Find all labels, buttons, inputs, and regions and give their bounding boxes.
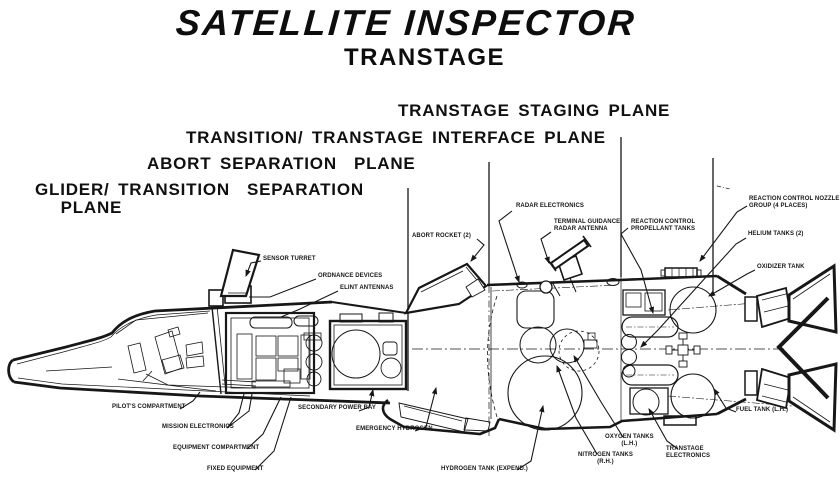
label-terminal-guidance: TERMINAL GUIDANCE RADAR ANTENNA <box>554 219 621 233</box>
leader-mission-electronics <box>226 393 253 429</box>
equipment-compartment-box <box>224 311 323 395</box>
leader-rc-nozzle-group <box>699 205 748 262</box>
label-sensor-turret: SENSOR TURRET <box>263 256 316 262</box>
label-transtage-electronics: TRANSTAGE ELECTRONICS <box>666 446 711 460</box>
leader-transtage-electronics <box>648 408 679 450</box>
rcs-nozzle-box <box>660 267 702 278</box>
upper-nozzle-bell <box>787 263 838 334</box>
hydrogen-tank-circle <box>507 355 583 431</box>
label-elint-antennas: ELINT ANTENNAS <box>340 285 394 291</box>
page-subtitle: TRANSTAGE <box>344 44 506 71</box>
oxidizer-tank-circle <box>669 286 717 334</box>
leader-terminal-guidance <box>540 231 552 265</box>
secondary-power-bay-tank <box>331 329 381 379</box>
centerlines <box>412 284 793 407</box>
label-hydrogen-tank: HYDROGEN TANK (EXPEND.) <box>441 466 528 472</box>
transtage-electronics-circle <box>632 388 660 416</box>
cockpit-details <box>115 305 257 395</box>
label-interface-plane: TRANSITION/ TRANSTAGE INTERFACE PLANE <box>186 128 606 147</box>
label-transtage-staging-plane: TRANSTAGE STAGING PLANE <box>398 101 671 120</box>
leader-sensor-turret <box>245 260 262 278</box>
label-abort-rocket: ABORT ROCKET (2) <box>412 233 471 239</box>
transition-section <box>328 312 408 391</box>
label-equipment-compartment: EQUIPMENT COMPARTMENT <box>173 445 260 451</box>
leader-pilots-compartment <box>179 391 201 410</box>
fuel-tank-circle <box>670 373 716 419</box>
leader-fixed-equipment <box>254 396 292 471</box>
label-abort-separation-plane: ABORT SEPARATION PLANE <box>147 154 416 173</box>
label-rc-nozzle-group: REACTION CONTROL NOZZLE GROUP (4 PLACES) <box>749 196 840 210</box>
label-glider-separation-plane: GLIDER/ TRANSITION SEPARATION PLANE <box>35 180 364 218</box>
leader-oxidizer-tank <box>708 269 756 297</box>
leader-ordnance-devices <box>249 278 317 298</box>
leader-elint-antennas <box>280 290 339 318</box>
rc-propellant-tank-lower <box>621 364 679 386</box>
leader-secondary-power-bay <box>358 388 375 412</box>
label-oxidizer-tank: OXIDIZER TANK <box>757 264 805 270</box>
leader-equipment-compartment <box>246 396 282 450</box>
plane-lines <box>407 137 731 436</box>
page-title: SATELLITE INSPECTOR <box>174 2 638 43</box>
leader-mission-electronics <box>226 393 245 429</box>
leader-oxygen-tanks <box>573 355 624 438</box>
terminal-guidance-antenna-shape <box>539 235 592 297</box>
leader-abort-rocket <box>470 238 485 262</box>
glider-outline <box>7 300 407 405</box>
label-emergency-hydrogen: EMERGENCY HYDROGEN <box>356 426 433 432</box>
label-ordnance-devices: ORDNANCE DEVICES <box>318 273 383 279</box>
leader-hydrogen-tank <box>516 404 545 471</box>
label-mission-electronics: MISSION ELECTRONICS <box>162 424 234 430</box>
leader-emergency-hydrogen <box>414 386 438 432</box>
leader-helium-tanks <box>640 237 747 348</box>
sensor-turret-fin <box>208 248 261 307</box>
label-secondary-power-bay: SECONDARY POWER BAY <box>298 405 377 411</box>
leader-fuel-tank <box>713 388 737 413</box>
label-oxygen-tanks: OXYGEN TANKS (L.H.) <box>605 434 654 448</box>
helium-tank-circle <box>621 349 637 365</box>
hydrogen-pod <box>381 398 501 436</box>
leader-lines <box>179 205 756 471</box>
leader-rc-propellant-tanks <box>620 227 655 315</box>
gimbal-cross <box>665 332 701 368</box>
label-fuel-tank: FUEL TANK (L.H.) <box>736 407 789 413</box>
label-fixed-equipment: FIXED EQUIPMENT <box>207 466 264 472</box>
rocket-nozzles <box>716 263 838 433</box>
abort-rocket-pod <box>404 262 488 315</box>
label-rc-propellant-tanks: REACTION CONTROL PROPELLANT TANKS <box>631 219 696 233</box>
rc-propellant-tank-upper <box>621 316 679 338</box>
leader-radar-electronics <box>498 210 520 284</box>
lower-nozzle-bell <box>787 362 838 433</box>
label-nitrogen-tanks: NITROGEN TANKS (R.H.) <box>578 452 633 466</box>
label-helium-tanks: HELIUM TANKS (2) <box>748 231 804 237</box>
transtage-tanks <box>621 267 717 419</box>
label-pilots-compartment: PILOT'S COMPARTMENT <box>112 404 186 410</box>
label-radar-electronics: RADAR ELECTRONICS <box>516 203 585 209</box>
leader-nitrogen-tanks <box>556 364 598 455</box>
